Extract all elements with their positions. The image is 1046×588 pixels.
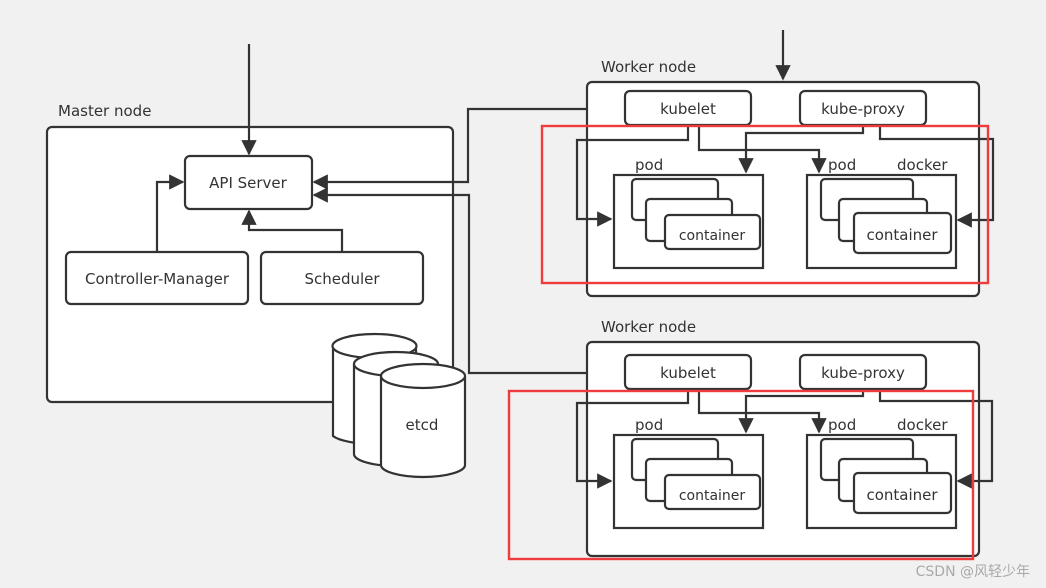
worker-node-2: Worker node kubelet kube-proxy pod conta… (507, 318, 994, 561)
container-left[interactable]: container (663, 473, 762, 511)
kubelet-label: kubelet (660, 100, 716, 118)
kube-proxy-label: kube-proxy (821, 364, 905, 382)
link-api-kubelet-2 (312, 187, 624, 381)
etcd-label: etcd (406, 416, 439, 434)
container-right[interactable]: container (852, 471, 953, 515)
pod-right-label: pod (828, 156, 856, 174)
highlight-frame (540, 124, 990, 285)
docker-label: docker (897, 156, 948, 174)
container-label: container (679, 228, 746, 244)
master-node-title: Master node (58, 102, 151, 120)
pod-left-label: pod (635, 156, 663, 174)
arrow-proxy-to-pod-left (738, 391, 865, 434)
scheduler-label: Scheduler (304, 270, 380, 288)
kubelet[interactable]: kubelet (623, 89, 753, 127)
container-right[interactable]: container (852, 211, 953, 255)
pod-right-label: pod (828, 416, 856, 434)
watermark: CSDN @风轻少年 (916, 564, 1030, 580)
master-node: Master node API Server Controller-Manage… (45, 44, 467, 479)
highlight-frame (507, 389, 975, 561)
docker-label: docker (897, 416, 948, 434)
kube-proxy[interactable]: kube-proxy (798, 89, 928, 127)
arrow-kubelet-to-pod-left (575, 127, 690, 227)
api-server-label: API Server (209, 174, 288, 192)
pod-left-label: pod (635, 416, 663, 434)
arrow-proxy-to-pod-left (738, 127, 865, 174)
worker-node-title: Worker node (601, 318, 696, 336)
container-label: container (679, 488, 746, 504)
api-server[interactable]: API Server (183, 154, 314, 211)
arrow-kubelet-to-pod-right (697, 127, 827, 174)
arrow-proxy-to-pod-right (878, 391, 994, 489)
controller-manager[interactable]: Controller-Manager (64, 250, 250, 306)
worker-node-1: Worker node kubelet kube-proxy pod conta… (540, 30, 995, 298)
container-label: container (866, 486, 938, 504)
kubelet-label: kubelet (660, 364, 716, 382)
scheduler[interactable]: Scheduler (259, 250, 425, 306)
container-label: container (866, 226, 938, 244)
controller-manager-label: Controller-Manager (85, 270, 230, 288)
container-left[interactable]: container (663, 213, 762, 251)
kube-proxy[interactable]: kube-proxy (798, 353, 928, 391)
kube-proxy-label: kube-proxy (821, 100, 905, 118)
worker-node-title: Worker node (601, 58, 696, 76)
kubelet[interactable]: kubelet (623, 353, 753, 391)
arrow-controller-to-api (155, 174, 185, 252)
arrow-kubelet-to-pod-left (575, 391, 690, 489)
link-api-kubelet-1 (312, 101, 624, 190)
arrow-proxy-to-pod-right (878, 127, 995, 228)
arrow-kubelet-to-pod-right (697, 391, 827, 434)
